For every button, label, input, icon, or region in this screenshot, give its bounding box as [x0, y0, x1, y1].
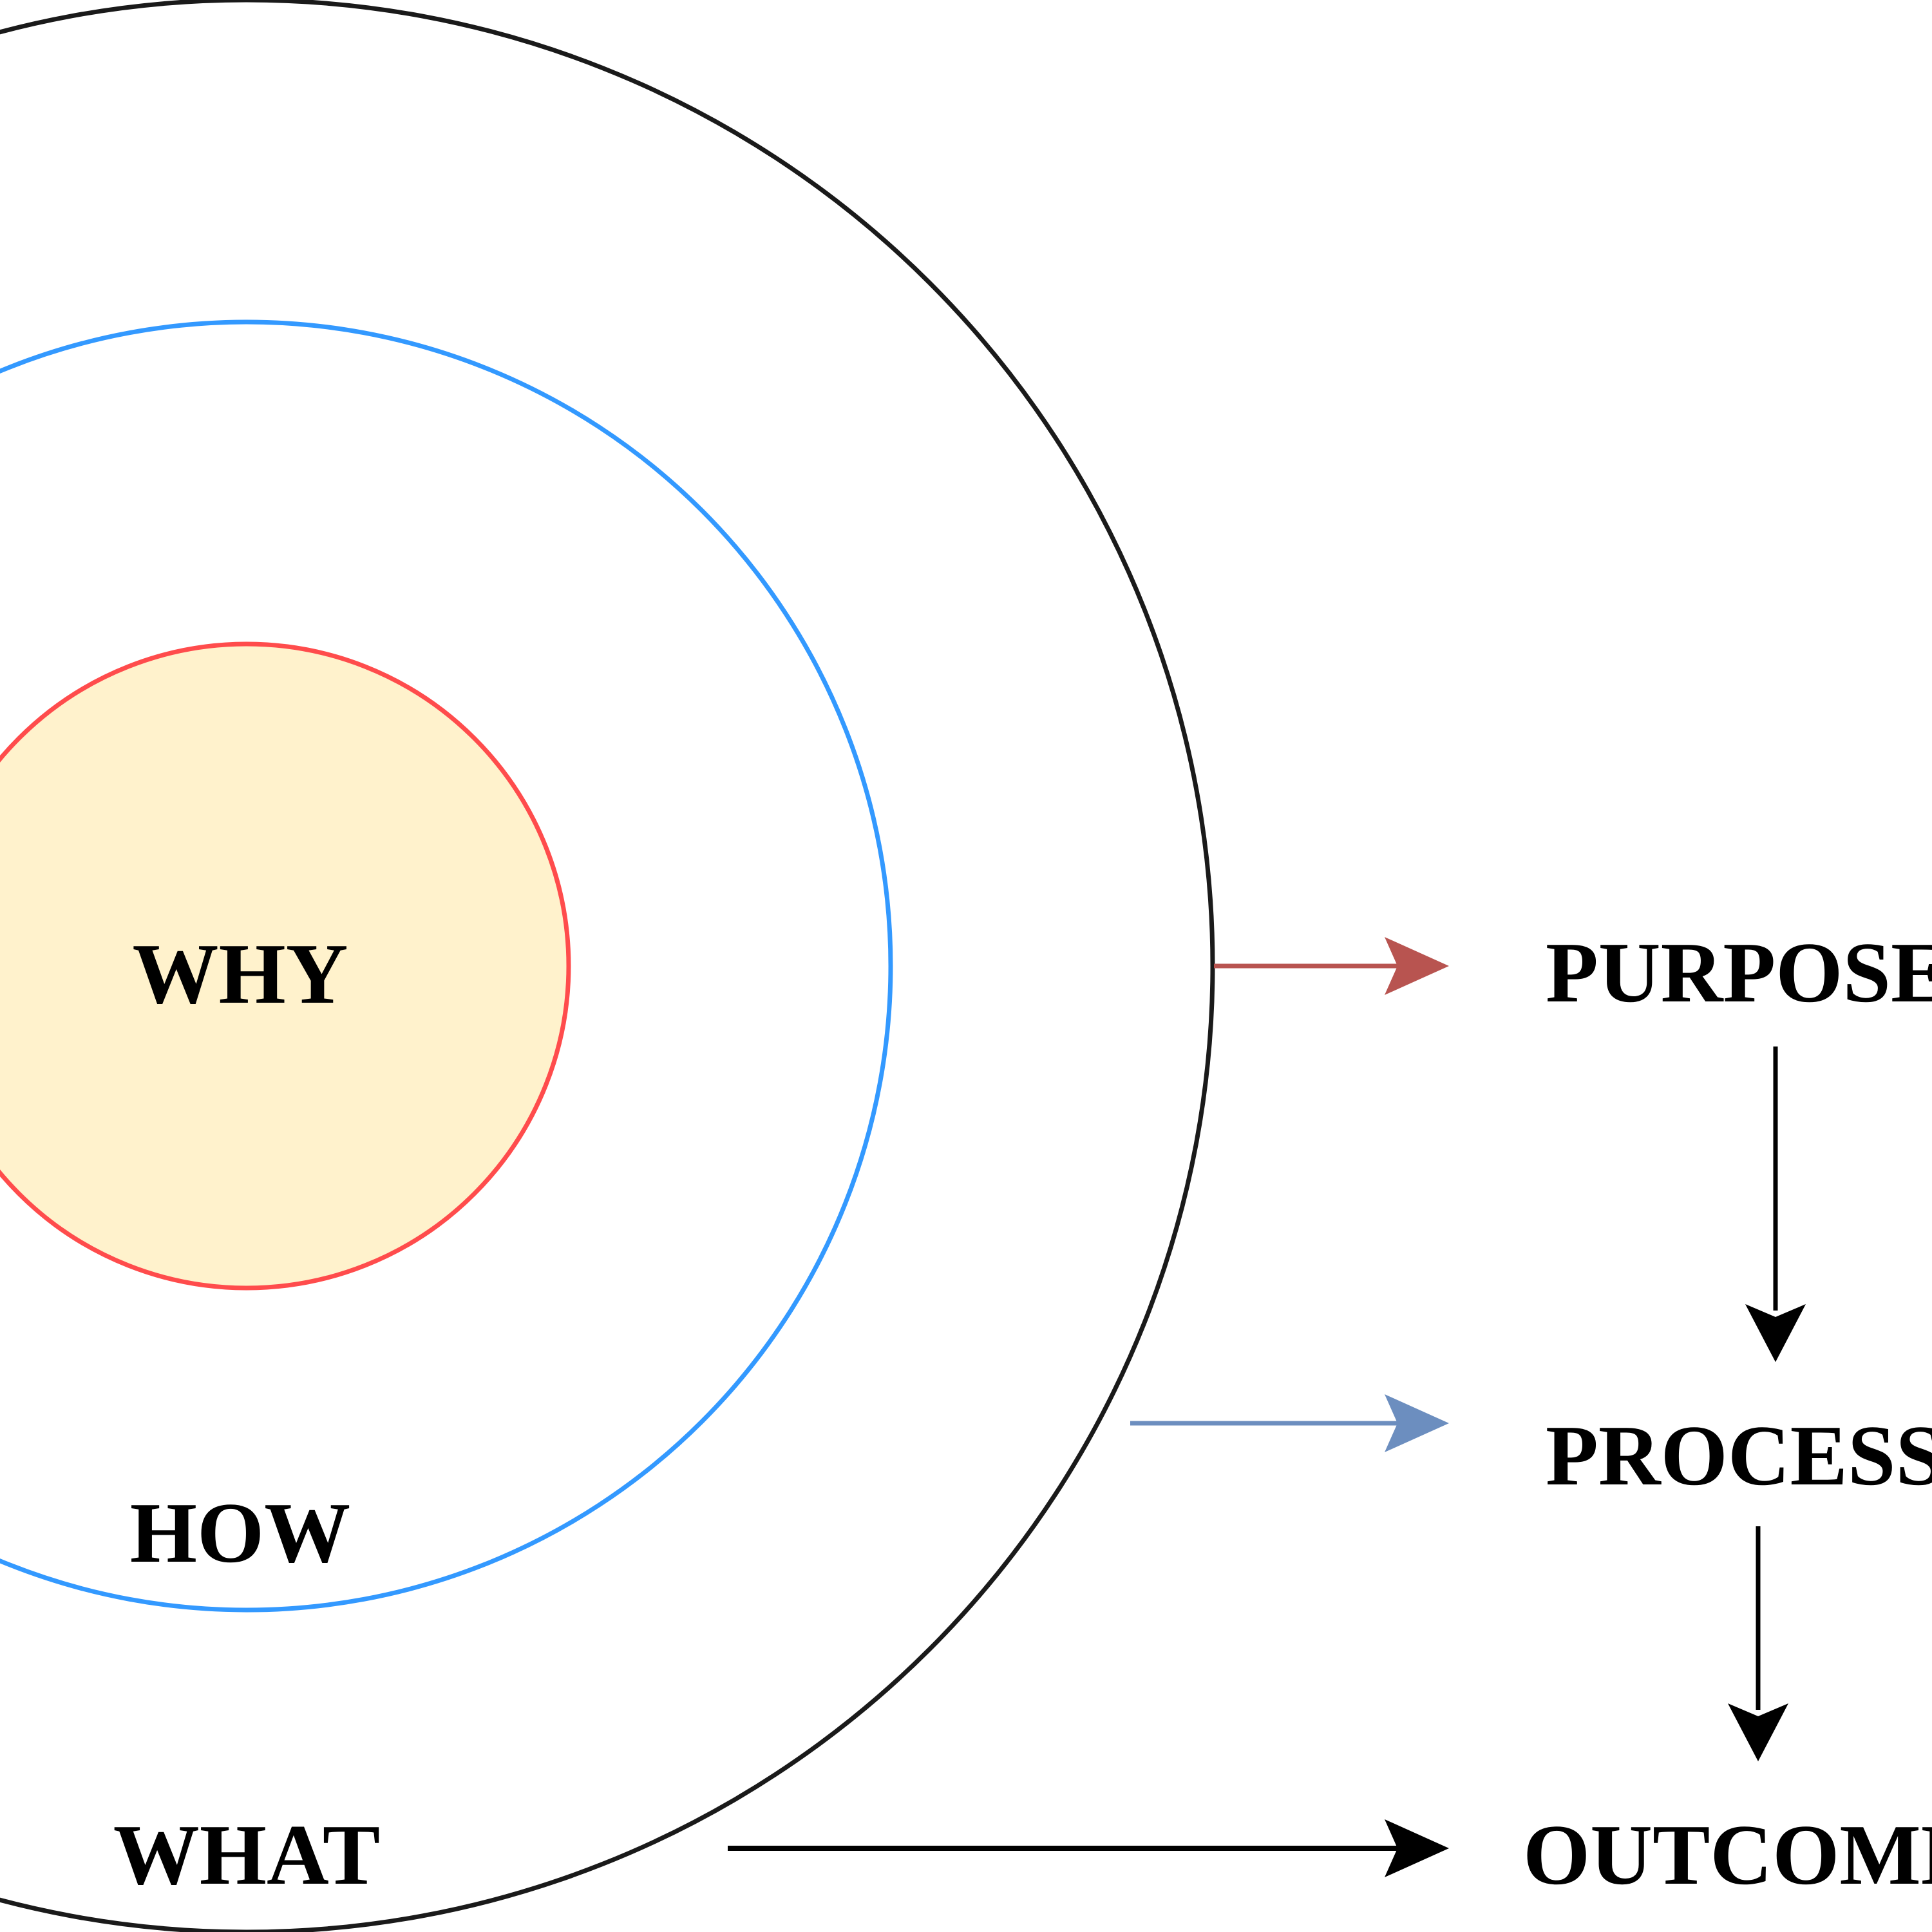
purpose-arrow [1214, 937, 1449, 995]
process-arrow [1130, 1394, 1449, 1452]
how-label: HOW [130, 1485, 350, 1580]
what-label: WHAT [113, 1807, 380, 1902]
outer-circle-what [0, 0, 1215, 1932]
purpose-to-process-arrow [1745, 1046, 1806, 1362]
process-to-outcome-arrow [1728, 1526, 1788, 1761]
inner-circle-why [0, 641, 571, 1291]
why-label: WHY [133, 926, 348, 1021]
process-label: PROCESS [1546, 1408, 1932, 1503]
outcome-label: OUTCOME [1523, 1807, 1932, 1902]
middle-circle-how [0, 319, 893, 1613]
outcome-arrow [728, 1819, 1449, 1877]
purpose-label: PURPOSE [1546, 925, 1932, 1020]
